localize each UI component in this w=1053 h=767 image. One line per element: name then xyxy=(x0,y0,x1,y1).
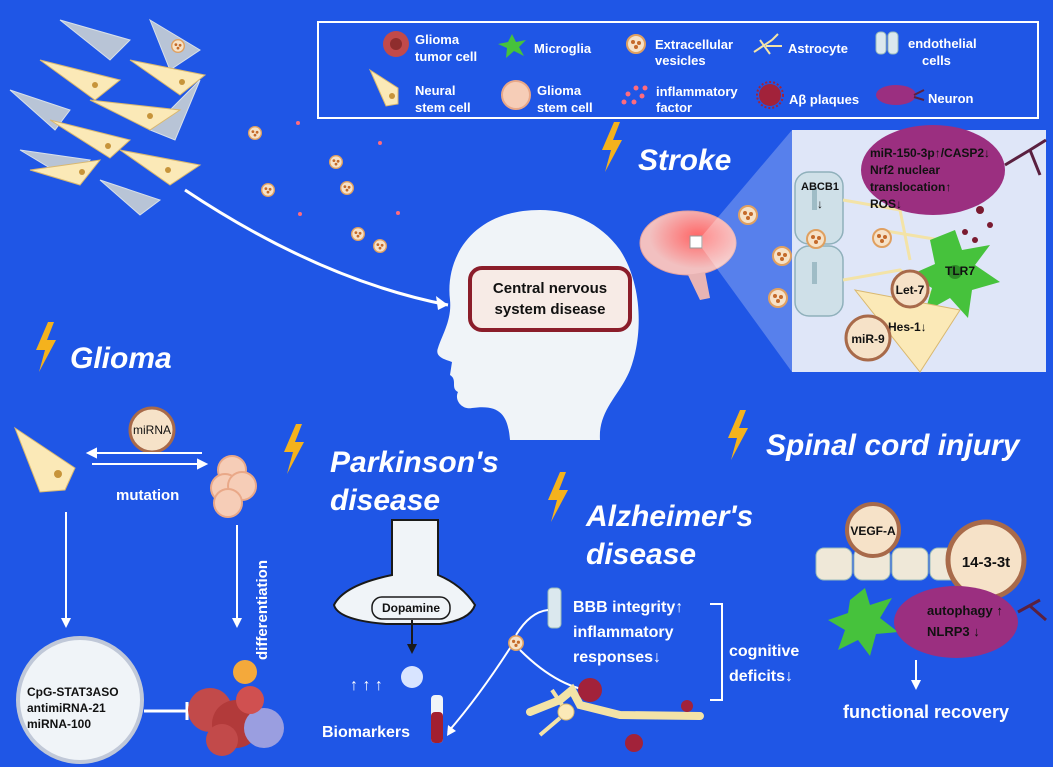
alzheimers-section: Alzheimer's disease BBB integrity↑ infla… xyxy=(507,472,799,752)
sci-effect-1: autophagy ↑ xyxy=(927,603,1003,618)
lightning-bolt-icon xyxy=(36,322,56,372)
legend-box: Glioma tumor cell Microglia Extracellula… xyxy=(317,21,1039,119)
glioma-tumor-cluster xyxy=(188,660,284,756)
sci-title: Spinal cord injury xyxy=(766,429,1021,462)
neuron-text-3: translocation↑ xyxy=(870,180,951,194)
treatment-circle xyxy=(16,636,144,764)
legend-label-glioma-stem-cell-1: Glioma xyxy=(537,83,582,98)
glioma-section: Glioma miRNA mutation differentiation Cp… xyxy=(13,322,284,764)
ad-effect-3: responses↓ xyxy=(573,649,661,666)
abcb1-label: ABCB1 xyxy=(801,181,839,193)
center-label-line2: system disease xyxy=(495,301,606,318)
neural-stem-cell-cluster xyxy=(9,18,449,310)
neuron-text-4: ROS↓ xyxy=(870,197,902,211)
legend-label-neural-stem-cell-2: stem cell xyxy=(415,100,471,115)
legend-label-neural-stem-cell-1: Neural xyxy=(415,83,455,98)
legend-label-endothelial-1: endothelial xyxy=(908,36,977,51)
astrocyte-processes xyxy=(842,178,941,302)
vegfa-label: VEGF-A xyxy=(850,524,896,538)
extracellular-vesicle-icon xyxy=(626,34,646,54)
lightning-bolt-icon xyxy=(284,424,304,474)
legend-label-inflammatory-1: inflammatory xyxy=(656,84,738,99)
endothelial-layer xyxy=(815,547,967,581)
neuron-text-1: miR-150-3p↑/CASP2↓ xyxy=(870,146,990,160)
legend-label-astrocyte: Astrocyte xyxy=(788,41,848,56)
tlr7-label: TLR7 xyxy=(945,264,975,278)
neuron-sci xyxy=(894,586,1047,658)
neuron-cell xyxy=(861,125,1047,215)
ad-effect-2: inflammatory xyxy=(573,624,674,641)
dopamine-label: Dopamine xyxy=(382,601,440,615)
lightning-bolt-icon xyxy=(602,122,622,172)
endothelial-cells-icon xyxy=(875,31,899,55)
mutation-label: mutation xyxy=(116,487,179,504)
ad-neuron xyxy=(526,683,704,737)
legend-label-neuron: Neuron xyxy=(928,91,974,106)
alzheimers-title-1: Alzheimer's xyxy=(585,500,753,533)
neuron-text-2: Nrf2 nuclear xyxy=(870,163,940,177)
parkinsons-section: Parkinson's disease Dopamine ↑ ↑ ↑ Bioma… xyxy=(284,424,513,743)
sci-effect-2: NLRP3 ↓ xyxy=(927,624,980,639)
hes1-label: Hes-1↓ xyxy=(888,320,927,334)
neural-stem-cell-icon xyxy=(368,68,399,107)
treatment-line3: miRNA-100 xyxy=(27,717,91,731)
protein-label: 14-3-3t xyxy=(962,554,1010,571)
stroke-section: Stroke ABCB1 ↓ TLR7 xyxy=(602,122,1047,373)
lightning-bolt-icon xyxy=(548,472,568,522)
biomarkers-label: Biomarkers xyxy=(322,724,410,741)
center-label-box: Central nervous system disease xyxy=(468,266,632,332)
glioma-stem-cell-icon xyxy=(501,80,531,110)
abcb1-arrow: ↓ xyxy=(817,197,823,211)
mir9-label: miR-9 xyxy=(851,332,885,346)
legend-label-microglia: Microglia xyxy=(534,41,592,56)
glioma-title: Glioma xyxy=(70,342,172,375)
treatment-line2: antimiRNA-21 xyxy=(27,701,106,715)
endothelial-cell-ad xyxy=(547,587,562,629)
stroke-title: Stroke xyxy=(638,144,731,177)
parkinsons-title-1: Parkinson's xyxy=(330,446,499,479)
let7-label: Let-7 xyxy=(896,283,925,297)
ad-effect-1: BBB integrity↑ xyxy=(573,599,683,616)
recovery-label: functional recovery xyxy=(843,702,1009,722)
abeta-plaque-icon xyxy=(756,81,784,109)
biomarker-arrows: ↑ ↑ ↑ xyxy=(350,677,383,694)
astrocyte-icon xyxy=(753,33,782,55)
legend-label-glioma-tumor-cell-2: tumor cell xyxy=(415,49,477,64)
microglia-sci xyxy=(828,588,898,656)
parkinsons-title-2: disease xyxy=(330,484,440,517)
legend-label-abeta: Aβ plaques xyxy=(789,92,859,107)
neural-stem-cell-glioma xyxy=(13,426,76,493)
mirna-label: miRNA xyxy=(133,423,171,437)
treatment-line1: CpG-STAT3ASO xyxy=(27,685,119,699)
brain-icon xyxy=(639,210,737,300)
legend-label-inflammatory-2: factor xyxy=(656,100,692,115)
alzheimers-title-2: disease xyxy=(586,538,696,571)
cognitive-line2: deficits↓ xyxy=(729,668,793,685)
glioma-tumor-cell-icon xyxy=(383,31,409,57)
inflammatory-factor-icon xyxy=(621,85,648,105)
legend-label-ev-1: Extracellular xyxy=(655,37,733,52)
legend-label-ev-2: vesicles xyxy=(655,53,706,68)
blood-tube-icon xyxy=(431,695,443,743)
legend-label-glioma-tumor-cell-1: Glioma xyxy=(415,32,460,47)
center-label-line1: Central nervous xyxy=(493,280,607,297)
legend-label-glioma-stem-cell-2: stem cell xyxy=(537,100,593,115)
glioma-stem-cell-cluster xyxy=(210,455,257,518)
legend-label-endothelial-2: cells xyxy=(922,53,951,68)
differentiation-label: differentiation xyxy=(254,560,271,660)
lightning-bolt-icon xyxy=(728,410,748,460)
neuron-icon xyxy=(876,85,925,105)
microglia-icon xyxy=(498,34,526,58)
microglia-cell xyxy=(910,230,1000,318)
sci-section: Spinal cord injury VEGF-A 14-3-3t autoph… xyxy=(728,410,1047,722)
cognitive-line1: cognitive xyxy=(729,643,799,660)
